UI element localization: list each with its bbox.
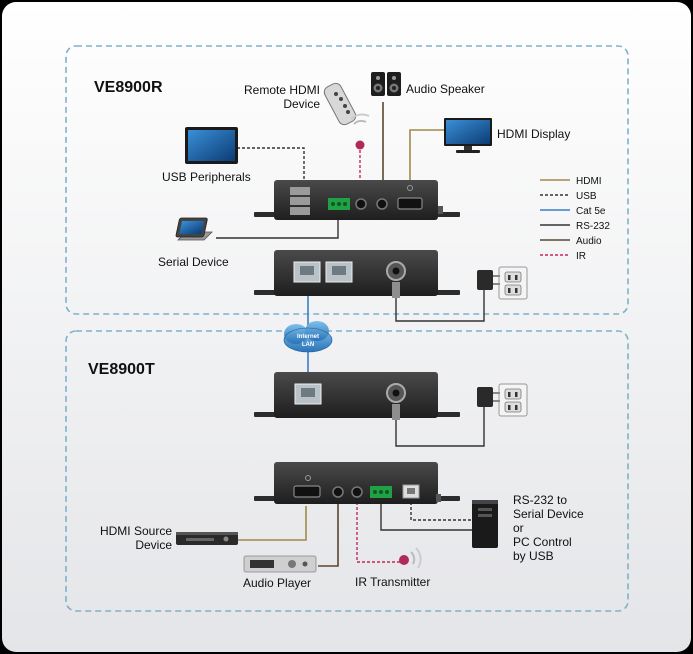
audio-cable-player: [318, 502, 339, 567]
label-ir-transmitter: IR Transmitter: [355, 575, 430, 589]
ir-transmitter-icon: [399, 547, 422, 569]
hdmi-cable-source: [238, 506, 307, 541]
ir-jack: [355, 198, 367, 210]
label-remote-hdmi-line2: Device: [283, 97, 320, 111]
audio-jack: [376, 198, 388, 210]
power-adapter-receiver: [477, 270, 500, 290]
cloud-label-internet: Internet: [297, 334, 319, 340]
label-audio-speaker: Audio Speaker: [406, 82, 485, 96]
label-rs232-line5: by USB: [513, 549, 554, 563]
usb-peripherals-icon: [185, 127, 238, 164]
label-usb-peripherals: USB Peripherals: [162, 170, 251, 184]
legend-label-audio: Audio: [576, 236, 602, 247]
label-rs232-line1: RS-232 to: [513, 493, 567, 507]
rs232-cable-pc: [380, 502, 472, 531]
label-audio-player: Audio Player: [243, 576, 311, 590]
transmitter-panel: [65, 330, 629, 612]
usb-cable-peripherals: [237, 147, 305, 182]
power-adapter-transmitter: [477, 387, 500, 407]
pc-tower-icon: [472, 500, 498, 548]
legend: HDMI USB Cat 5e RS-232 Audio IR: [540, 176, 610, 262]
hdmi-source-device-icon: [176, 532, 238, 545]
legend-label-cat5e: Cat 5e: [576, 206, 606, 217]
power-outlet-transmitter: [498, 383, 528, 417]
audio-speaker-icon: [371, 72, 401, 96]
ir-jack-transmitter: [351, 486, 363, 498]
remote-control-icon: [323, 82, 357, 126]
serial-device-icon: [175, 217, 213, 241]
receiver-panel: [65, 45, 629, 315]
receiver-title: VE8900R: [94, 79, 163, 96]
usb-cable-pc: [410, 502, 472, 521]
legend-label-hdmi: HDMI: [576, 176, 602, 187]
power-cable-transmitter: [395, 398, 485, 447]
internet-lan-cloud: Internet LAN: [283, 321, 333, 353]
label-rs232-line3: or: [513, 521, 524, 535]
legend-label-ir: IR: [576, 251, 586, 262]
hdmi-port-in: [293, 485, 321, 498]
legend-label-rs232: RS-232: [576, 221, 610, 232]
usb-ports: [290, 187, 310, 215]
transmitter-top-unit: [254, 372, 460, 418]
receiver-top-unit: [254, 180, 460, 220]
hdmi-display-icon: [444, 118, 492, 153]
transmitter-bottom-unit: [254, 462, 460, 504]
label-rs232-line2: Serial Device: [513, 507, 584, 521]
ir-cable-transmitter: [356, 502, 400, 563]
hdmi-port-out: [397, 197, 423, 210]
transmitter-title: VE8900T: [88, 361, 155, 378]
label-rs232-line4: PC Control: [513, 535, 572, 549]
ir-signal-receiver-icon: [350, 113, 370, 150]
label-hdmi-display: HDMI Display: [497, 127, 570, 141]
label-serial-device: Serial Device: [158, 255, 229, 269]
legend-label-usb: USB: [576, 191, 597, 202]
audio-jack-transmitter: [332, 486, 344, 498]
label-hdmi-source-line1: HDMI Source: [100, 524, 172, 538]
label-remote-hdmi-line1: Remote HDMI: [244, 83, 320, 97]
hdmi-cable-display: [409, 129, 444, 186]
power-cable-receiver: [395, 290, 485, 322]
receiver-bottom-unit: [254, 250, 460, 296]
power-outlet-receiver: [498, 266, 528, 300]
audio-player-icon: [243, 555, 317, 573]
cloud-label-lan: LAN: [302, 342, 314, 348]
label-hdmi-source-line2: Device: [135, 538, 172, 552]
